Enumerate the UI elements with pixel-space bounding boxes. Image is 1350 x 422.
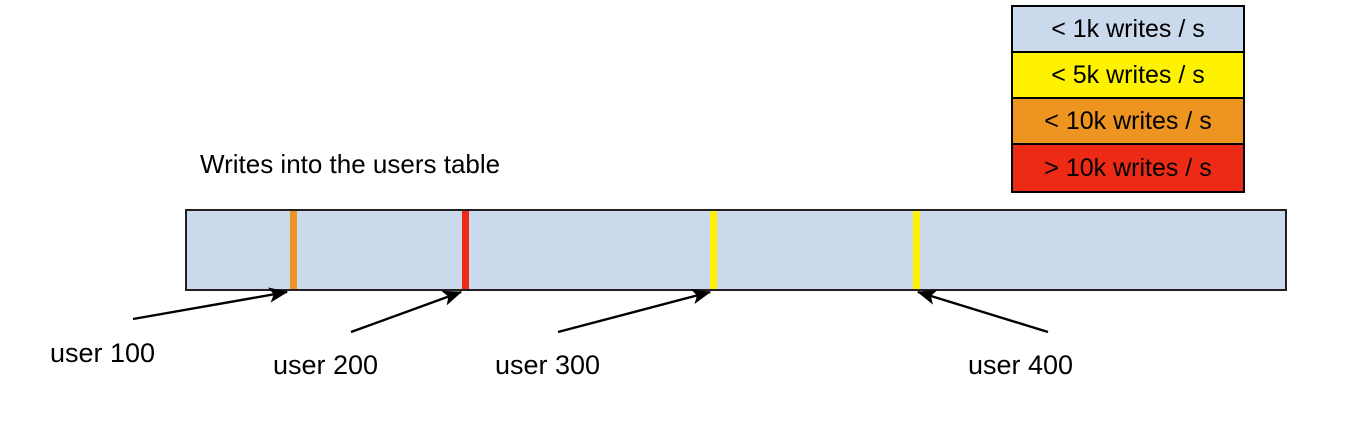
divider-user-200 [462, 211, 469, 289]
legend-label: < 10k writes / s [1044, 106, 1212, 135]
chart-title: Writes into the users table [200, 149, 501, 179]
divider-user-100 [290, 211, 297, 289]
users-table-bar [185, 209, 1287, 291]
divider-user-400 [913, 211, 920, 289]
legend-row-lt-5k: < 5k writes / s [1013, 53, 1243, 99]
label-user-400: user 400 [968, 350, 1074, 380]
label-user-300: user 300 [495, 350, 601, 380]
legend-label: < 1k writes / s [1051, 14, 1205, 43]
legend-row-lt-10k: < 10k writes / s [1013, 99, 1243, 145]
legend-label: < 5k writes / s [1051, 60, 1205, 89]
label-user-100: user 100 [50, 338, 156, 368]
divider-user-300 [710, 211, 717, 289]
legend: < 1k writes / s < 5k writes / s < 10k wr… [1011, 5, 1245, 193]
label-user-200: user 200 [273, 350, 379, 380]
legend-row-gt-10k: > 10k writes / s [1013, 145, 1243, 191]
legend-row-lt-1k: < 1k writes / s [1013, 7, 1243, 53]
legend-label: > 10k writes / s [1044, 153, 1212, 182]
